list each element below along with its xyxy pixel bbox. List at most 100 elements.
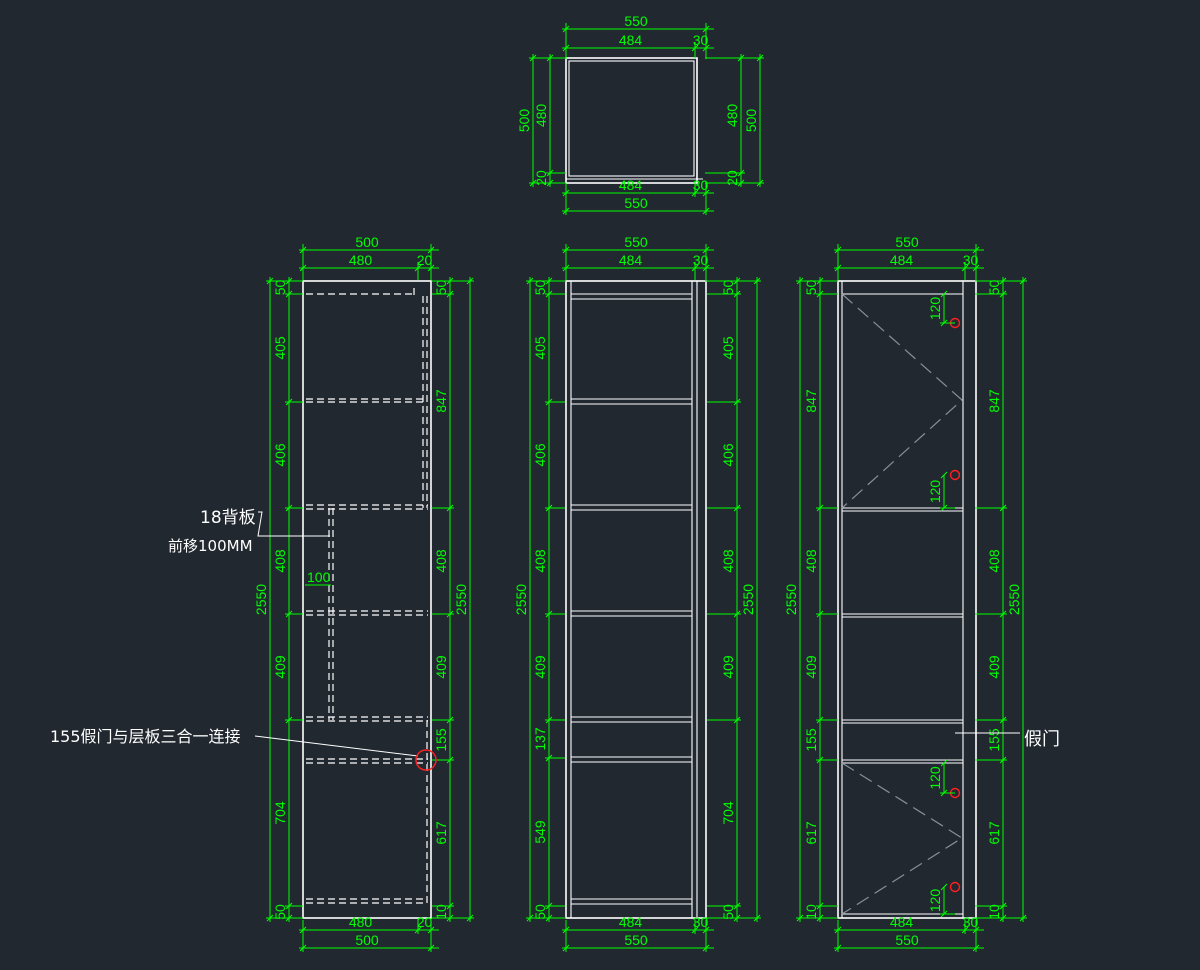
left-view-height-total-tick: [266, 914, 274, 922]
left-view-left-segments-label: 409: [272, 655, 288, 679]
middle-view-top-total-label: 550: [624, 234, 648, 250]
right-view-bottom-total-tick: [972, 944, 980, 952]
left-view-height-total-right-label: 2550: [453, 584, 469, 615]
middle-view-right-segments-tick: [733, 290, 741, 298]
middle-view-left-segments-label: 405: [532, 336, 548, 360]
right-view-height-total-tick: [796, 277, 804, 285]
right-view-left-segments-label: 10: [803, 904, 819, 920]
right-view-top-total-label: 550: [895, 234, 919, 250]
left-view-top-inner-tick: [299, 264, 307, 272]
connection-note: 155假门与层板三合一连接: [50, 727, 241, 746]
middle-view-left-segments-label: 50: [532, 904, 548, 920]
top-view-left-inner-label: 20: [533, 170, 549, 186]
right-view-left-segments-tick: [816, 277, 824, 285]
middle-view-right-segments-tick: [733, 610, 741, 618]
left-view-top-inner-label: 20: [417, 252, 433, 268]
top-view-outline: [565, 57, 698, 184]
hinge-offset-label: 120: [927, 480, 943, 504]
top-view-left-inner-tick: [546, 54, 554, 62]
annotation-back-panel: 18背板 前移100MM 100: [168, 508, 331, 586]
left-view-top-total-label: 500: [355, 234, 379, 250]
middle-view-left-segments-tick: [545, 398, 553, 406]
top-view-left-inner-tick: [546, 169, 554, 177]
top-view-right-total-tick: [756, 54, 764, 62]
middle-view-left-segments-tick: [545, 716, 553, 724]
top-view-bottom-inner-label: 484: [619, 177, 643, 193]
left-view-right-segments-tick: [446, 290, 454, 298]
right-view-bottom-inner-tick: [961, 926, 969, 934]
right-view-left-segments-label: 408: [803, 549, 819, 573]
left-view-right-segments-tick: [446, 716, 454, 724]
right-view-right-segments-tick: [999, 504, 1007, 512]
middle-view-height-total-right-tick: [753, 914, 761, 922]
top-view-bottom-total-label: 550: [624, 195, 648, 211]
middle-view-bottom-total-tick: [702, 944, 710, 952]
middle-view-bottom-total-label: 550: [624, 932, 648, 948]
middle-view-left-segments-tick: [545, 504, 553, 512]
left-view-bottom-total-label: 500: [355, 932, 379, 948]
left-view-bottom-inner-label: 20: [417, 914, 433, 930]
middle-view-height-total-tick: [526, 277, 534, 285]
right-view-height-total-right-tick: [1019, 277, 1027, 285]
top-view-top-inner-label: 484: [619, 32, 643, 48]
right-view-top-total-tick: [834, 246, 842, 254]
middle-view-height-total-label: 2550: [513, 584, 529, 615]
left-view-left-segments-tick: [285, 716, 293, 724]
middle-view-top-total-tick: [702, 246, 710, 254]
right-view-right-segments-tick: [999, 610, 1007, 618]
left-view-left-segments-tick: [285, 914, 293, 922]
right-view-outline: [837, 280, 977, 919]
right-view-right-segments-label: 617: [986, 821, 1002, 845]
back-panel-leader: [257, 511, 330, 537]
right-view-right-segments-label: 155: [986, 728, 1002, 752]
top-view-top-inner-tick: [562, 44, 570, 52]
left-view-left-segments-label: 406: [272, 443, 288, 467]
right-view-left-segments-label: 155: [803, 728, 819, 752]
right-view-left-segments-tick: [816, 290, 824, 298]
left-view-bottom-inner-label: 480: [349, 914, 373, 930]
middle-view-top-inner-label: 484: [619, 252, 643, 268]
left-view-outline: [302, 280, 432, 919]
left-view-right-segments-tick: [446, 756, 454, 764]
left-view-left-segments-label: 408: [272, 549, 288, 573]
middle-view-left-segments-tick: [545, 277, 553, 285]
left-view-left-segments-tick: [285, 290, 293, 298]
middle-view-top-inner-tick: [691, 264, 699, 272]
middle-view-right-segments-label: 405: [720, 336, 736, 360]
middle-view-bottom-inner-label: 484: [619, 914, 643, 930]
left-view-left-segments-tick: [285, 504, 293, 512]
left-view-top-inner-tick: [427, 264, 435, 272]
left-view-height-total-tick: [266, 277, 274, 285]
left-view-top-total-tick: [427, 246, 435, 254]
back-panel-note: 18背板: [200, 508, 256, 528]
middle-view-right-segments-label: 50: [720, 280, 736, 296]
right-view-left-segments-tick: [816, 914, 824, 922]
middle-view-left-segments-tick: [545, 754, 553, 762]
left-view-left-segments-tick: [285, 398, 293, 406]
hinge-offset-label: 120: [927, 889, 943, 913]
hinge-offset-tick: [940, 759, 948, 767]
top-view-left-total-label: 500: [516, 109, 532, 133]
left-view-left-segments-tick: [285, 610, 293, 618]
right-view-right-segments-label: 10: [986, 904, 1002, 920]
left-view-left-segments-label: 704: [272, 801, 288, 825]
right-view-height-total-right-label: 2550: [1006, 584, 1022, 615]
right-view-right-segments-tick: [999, 290, 1007, 298]
hinge-offset-tick: [940, 290, 948, 298]
right-view-upper-door-swing: [841, 293, 963, 509]
left-view-right-segments-label: 617: [433, 821, 449, 845]
middle-view-right-segments-tick: [733, 716, 741, 724]
top-view-right-total-tick: [756, 179, 764, 187]
left-view-height-total-right-tick: [466, 914, 474, 922]
hinge-offset-tick: [940, 883, 948, 891]
right-view-bottom-total-tick: [834, 944, 842, 952]
right-view-left-segments-tick: [816, 902, 824, 910]
left-view-right-segments-label: 409: [433, 655, 449, 679]
middle-view-top-total-tick: [562, 246, 570, 254]
right-view-bottom-total-label: 550: [895, 932, 919, 948]
top-view-top-inner-tick: [691, 44, 699, 52]
